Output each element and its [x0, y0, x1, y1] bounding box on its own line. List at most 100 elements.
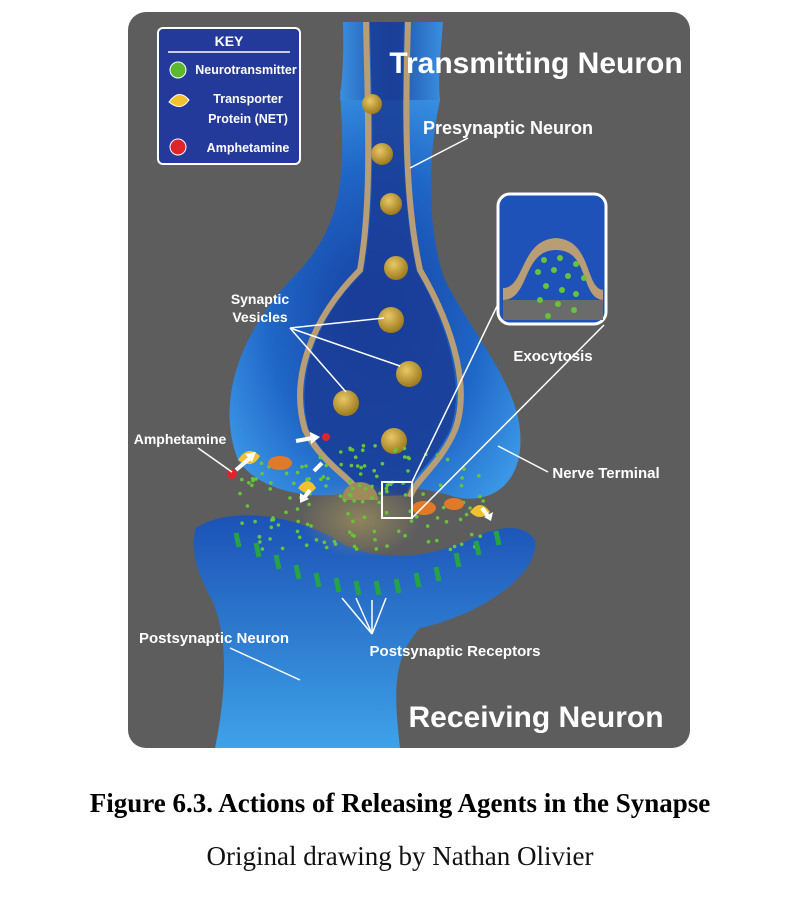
- neurotransmitter-dot: [309, 524, 313, 528]
- neurotransmitter-dot: [359, 465, 364, 470]
- receptor: [473, 540, 482, 556]
- neurotransmitter-dot: [384, 486, 389, 491]
- neurotransmitter-dot: [349, 463, 354, 468]
- neurotransmitter-dot: [407, 456, 412, 461]
- neurotransmitter-dot: [361, 443, 366, 448]
- neurotransmitter-dot: [373, 537, 377, 542]
- neurotransmitter-dot: [353, 455, 358, 460]
- receptor: [233, 532, 242, 548]
- neurotransmitter-dots: [238, 443, 486, 552]
- neurotransmitter-dot: [438, 483, 443, 488]
- neurotransmitter-dot: [240, 477, 244, 482]
- neurotransmitter-dot: [292, 481, 296, 486]
- neurotransmitter-dot: [307, 477, 311, 481]
- neurotransmitter-dot: [347, 492, 352, 497]
- neurotransmitter-dot: [444, 519, 449, 524]
- neurotransmitter-dot: [295, 529, 300, 534]
- receptor: [453, 552, 462, 568]
- postsynaptic-receptors-label: Postsynaptic Receptors: [370, 643, 541, 660]
- neurotransmitter-dot: [477, 473, 481, 478]
- neurotransmitter-dot: [297, 535, 302, 540]
- key-title: KEY: [215, 33, 244, 49]
- neurotransmitter-dot: [288, 496, 292, 500]
- neurotransmitter-dot: [370, 484, 374, 489]
- neurotransmitter-dot: [435, 538, 439, 543]
- neurotransmitter-dot: [354, 547, 359, 551]
- neurotransmitter-dot: [445, 457, 450, 462]
- neurotransmitter-dot: [268, 487, 273, 491]
- neurotransmitter-dot: [403, 493, 408, 497]
- zoom-line-2: [411, 324, 605, 519]
- neurotransmitter-dot: [361, 448, 365, 453]
- key-neurotransmitter: Neurotransmitter: [195, 63, 297, 77]
- neurotransmitter-dot: [458, 517, 463, 522]
- neurotransmitter-dot: [380, 461, 385, 466]
- neurotransmitter-dot: [374, 547, 379, 551]
- neurotransmitter-dot: [324, 463, 329, 468]
- neurotransmitter-dot: [441, 505, 446, 510]
- neurotransmitter-dot: [260, 547, 265, 551]
- neurotransmitter-dot: [350, 486, 355, 491]
- neurotransmitter-dot: [355, 464, 360, 468]
- receiving-neuron-title: Receiving Neuron: [408, 701, 663, 734]
- receptor: [353, 580, 362, 596]
- neurotransmitter-dot: [250, 483, 254, 488]
- neurotransmitter-dot: [362, 515, 367, 520]
- neurotransmitter-dot: [245, 504, 250, 508]
- neurotransmitter-dot: [322, 540, 327, 545]
- neurotransmitter-dot: [435, 516, 440, 520]
- neurotransmitter-dot: [339, 450, 343, 454]
- neurotransmitter-dot: [240, 521, 244, 525]
- figure-caption-credit: Original drawing by Nathan Olivier: [206, 841, 594, 871]
- exocytosis-highlight-box: [381, 481, 413, 519]
- leader-lines: [197, 137, 549, 681]
- neurotransmitter-dot: [295, 470, 300, 475]
- neurotransmitter-dot: [324, 545, 329, 550]
- neurotransmitter-dot: [384, 510, 389, 515]
- neurotransmitter-dot: [360, 499, 365, 504]
- neurotransmitter-dot: [269, 481, 273, 485]
- neurotransmitter-dot: [481, 499, 486, 503]
- neurotransmitter-dot: [343, 498, 347, 503]
- neurotransmitter-dot: [425, 524, 430, 528]
- neurotransmitter-dot: [338, 494, 343, 498]
- receptor: [253, 542, 262, 558]
- neurotransmitter-dot: [460, 476, 464, 480]
- receptor: [393, 578, 402, 594]
- neurotransmitter-dot: [348, 447, 353, 452]
- neurotransmitter-dot: [351, 519, 355, 524]
- neurotransmitter-dot: [307, 502, 311, 507]
- transport-arrows: [234, 432, 493, 521]
- neurotransmitter-dot: [284, 510, 288, 515]
- neurotransmitter-dot: [258, 540, 262, 544]
- neurotransmitter-dot: [409, 519, 414, 523]
- neurotransmitter-dot: [478, 494, 482, 499]
- neurotransmitter-dot: [393, 449, 397, 453]
- key-transporter-1: Transporter: [213, 92, 283, 106]
- neurotransmitter-dot: [295, 507, 300, 511]
- neurotransmitter-dot: [452, 544, 457, 549]
- neurotransmitter-dot: [314, 538, 319, 542]
- postsynaptic-neuron-label: Postsynaptic Neuron: [139, 630, 289, 647]
- neurotransmitter-dot: [357, 483, 362, 488]
- neurotransmitter-dot: [464, 512, 469, 517]
- presynaptic-neuron-label: Presynaptic Neuron: [423, 118, 593, 138]
- red-circle-icon: [169, 138, 187, 156]
- neurotransmitter-dot: [377, 500, 381, 505]
- neurotransmitter-dot: [402, 455, 407, 459]
- zoom-neurotransmitters: [535, 255, 587, 319]
- receptor: [313, 572, 322, 588]
- neurotransmitter-dot: [280, 546, 285, 551]
- neurotransmitter-dot: [375, 474, 379, 479]
- neurotransmitter-dot: [346, 512, 350, 516]
- receptor: [293, 564, 302, 580]
- neurotransmitter-dot: [403, 533, 407, 538]
- receptor: [413, 572, 422, 588]
- neurotransmitter-dot: [448, 547, 453, 552]
- neurotransmitter-dot: [426, 539, 431, 544]
- neurotransmitter-dot: [304, 464, 308, 468]
- neurotransmitter-dot: [468, 506, 472, 510]
- neurotransmitter-dot: [253, 519, 257, 524]
- neurotransmitter-dot: [254, 477, 258, 481]
- receptor: [273, 554, 282, 570]
